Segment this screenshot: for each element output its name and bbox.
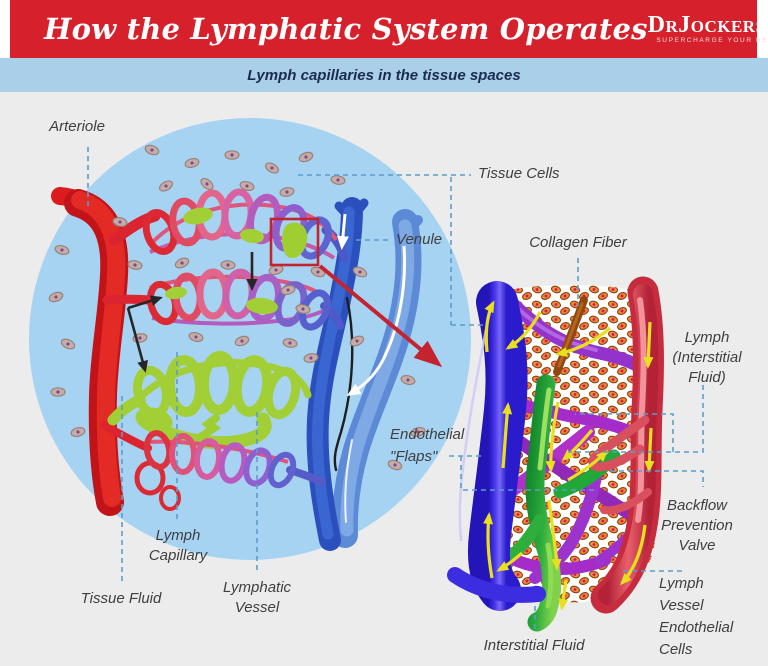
label-tissue-cells: Tissue Cells [478, 165, 560, 182]
page-title: How the Lymphatic System Operates [44, 12, 648, 46]
label-lymph-interstitial-fluid: Lymph (Interstitial Fluid) [672, 329, 742, 386]
detail-flow-arrows [483, 300, 655, 611]
label-arteriole: Arteriole [49, 118, 105, 135]
callout-tissue-cells [298, 174, 485, 326]
logo-tagline: SUPERCHARGE YOUR HEALTH [656, 37, 768, 45]
drjockers-logo: DrJockers.com SUPERCHARGE YOUR HEALTH [648, 13, 768, 45]
header-bar: How the Lymphatic System Operates DrJock… [10, 0, 768, 58]
label-backflow-prevention-valve: Backflow Prevention Valve [661, 497, 733, 554]
flow-arrows [126, 213, 407, 397]
overview-circle-group [29, 118, 471, 560]
capillary-bed-lower [143, 430, 297, 489]
logo-suffix: .com [765, 24, 768, 36]
highlight-box [269, 217, 320, 267]
diagram-canvas: Arteriole Tissue Cells Venule Collagen F… [0, 92, 768, 666]
callout-endothelial-flaps [449, 455, 595, 491]
lymphatic-diagram-art [29, 118, 704, 632]
label-lymphatic-vessel: Lymphatic Vessel [222, 579, 292, 616]
arteriole-vessel [51, 187, 181, 516]
subtitle-bar: Lymph capillaries in the tissue spaces [0, 58, 768, 92]
callout-backflow-valve [610, 470, 704, 487]
label-interstitial-fluid: Interstitial Fluid [483, 637, 585, 654]
label-venule: Venule [396, 231, 443, 248]
detail-view-group [447, 276, 664, 632]
label-collagen-fiber: Collagen Fiber [529, 234, 627, 251]
capillary-bed-middle [146, 268, 332, 331]
zoom-arrow [318, 264, 443, 368]
callout-lines [87, 147, 704, 631]
label-endothelial-flaps: Endothelial "Flaps" [390, 426, 465, 465]
logo-wordmark: DrJockers [647, 12, 766, 39]
label-lymph-capillary: Lymph Capillary [148, 527, 208, 564]
callout-lymph-interstitial [568, 385, 704, 453]
label-lymph-vessel-endothelial-cells: Lymph Vessel Endothelial Cells [659, 575, 734, 658]
label-tissue-fluid: Tissue Fluid [80, 590, 162, 607]
venule-vessel [286, 197, 423, 551]
capillary-bed-upper [142, 188, 338, 260]
